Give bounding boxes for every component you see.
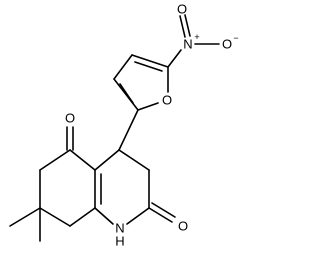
- nitro-nitrogen-label: N: [183, 37, 192, 52]
- bond-furan-c2-c3: [113, 78, 139, 111]
- bond-n-o-top-a: [179, 15, 186, 38]
- nitro-nitrogen-charge: +: [194, 32, 199, 42]
- bond-furan-c2-c3-inner: [119, 83, 134, 104]
- nitro-oxygen-top-label: O: [177, 2, 187, 17]
- molecule-structure: O N + O − O: [9, 2, 239, 249]
- bond-n1-c8a: [94, 207, 114, 225]
- amide-hydrogen-label: H: [115, 234, 124, 249]
- bond-furan-o-c2: [137, 102, 159, 111]
- nitro-oxygen-charge: −: [233, 33, 238, 43]
- bond-furan-c3-c4: [113, 54, 133, 80]
- amide-nitrogen-label: N: [115, 221, 124, 236]
- nitro-group: O N + O −: [167, 2, 239, 68]
- bond-furan-c4-c5: [131, 54, 169, 68]
- bond-c7-c8: [39, 207, 71, 227]
- ketone-oxygen-label: O: [65, 111, 75, 126]
- bond-c4a-c5: [69, 149, 96, 171]
- bond-c4a-c4: [94, 149, 120, 171]
- amide-oxygen-label: O: [178, 219, 188, 234]
- bond-c2-o-b: [151, 202, 176, 218]
- bond-c8-c8a: [69, 207, 96, 227]
- bond-c4-c3: [118, 149, 150, 171]
- bond-c2-o-a: [148, 207, 173, 223]
- bond-n-o-top-b: [184, 14, 191, 37]
- bond-furan-c4-c5-inner: [134, 61, 163, 72]
- furan-ring: O: [113, 54, 172, 111]
- bond-n-furan: [167, 49, 182, 68]
- nitro-oxygen-right-label: O: [222, 37, 232, 52]
- bond-c2-n1: [126, 207, 150, 225]
- furan-oxygen-label: O: [162, 93, 172, 108]
- bond-c7-methyl-left: [9, 207, 41, 227]
- quinolinedione-core: O O N H: [9, 111, 188, 249]
- bond-c5-c6: [39, 149, 71, 171]
- bond-furan-c4-ring: [118, 109, 139, 151]
